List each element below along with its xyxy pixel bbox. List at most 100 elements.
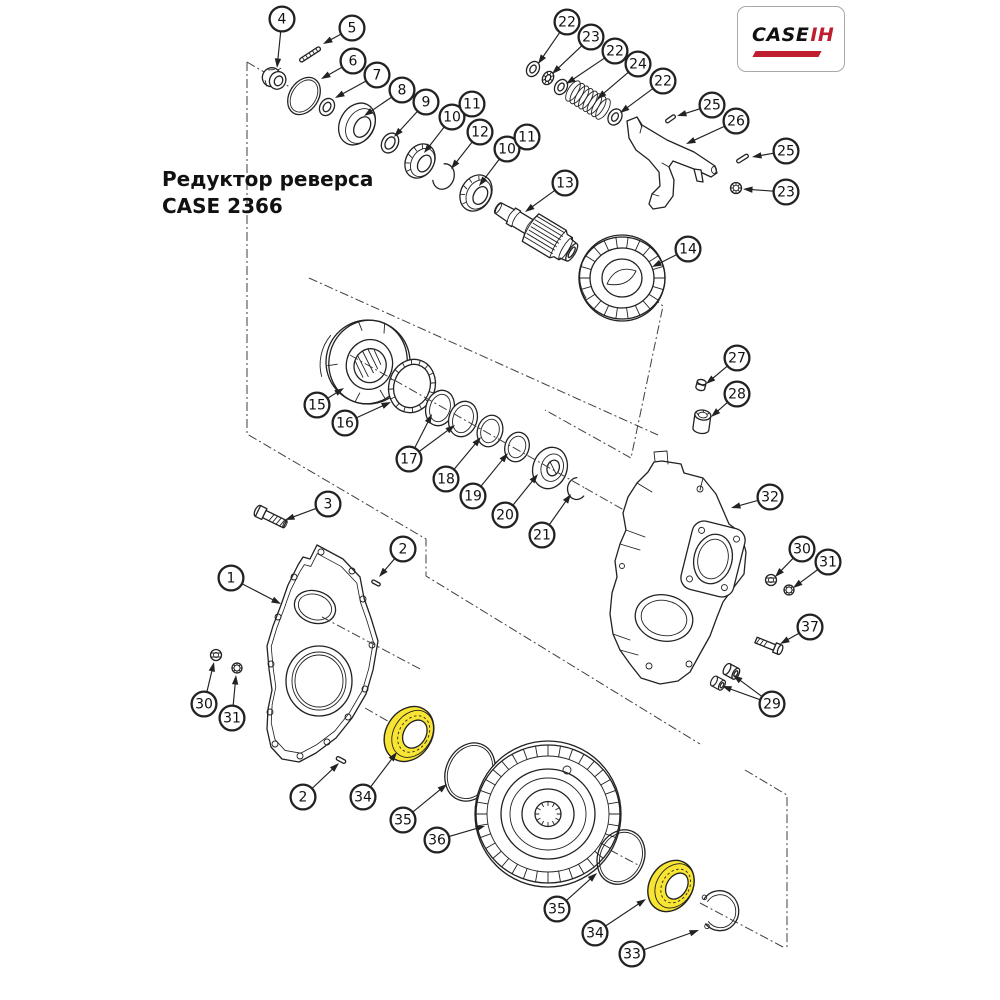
callout-26: 26 [686, 107, 750, 144]
tooth-line [603, 304, 610, 316]
tooth-line [544, 80, 547, 85]
callout-number: 12 [471, 125, 489, 141]
callout-21: 21 [528, 494, 571, 549]
tooth-line [790, 586, 793, 589]
tooth-line [238, 669, 241, 672]
tooth-line [555, 807, 560, 811]
callout-number: 28 [728, 387, 746, 403]
tooth-line [785, 591, 788, 594]
part-thrust-washer [447, 400, 479, 438]
callout-circle [459, 482, 487, 510]
part-spring [565, 80, 611, 120]
tooth-line [476, 823, 489, 827]
arrowhead-icon [706, 375, 716, 384]
logo-case: CASE [752, 24, 810, 46]
callout-number: 21 [533, 528, 551, 544]
leader-line [412, 787, 442, 813]
callout-37: 37 [780, 613, 824, 644]
callout-circle [772, 137, 800, 165]
tooth-line [541, 802, 544, 808]
callout-32: 32 [731, 483, 784, 511]
tooth-line [626, 307, 629, 320]
callout-circle [814, 548, 842, 576]
tooth-line [731, 189, 735, 193]
leader-line [565, 877, 593, 902]
callout-number: 32 [761, 490, 779, 506]
part-o-ring [287, 76, 321, 116]
callout-number: 14 [679, 242, 697, 258]
leader-line [356, 404, 385, 419]
tooth-line [428, 372, 434, 376]
arrowhead-icon [274, 58, 282, 68]
tooth-line [607, 801, 620, 805]
callout-34: 34 [581, 899, 646, 947]
arrowhead-icon [321, 71, 331, 79]
callout-circle [190, 690, 218, 718]
callout-30: 30 [775, 535, 816, 577]
tooth-line [549, 78, 553, 82]
callout-circle [331, 409, 359, 437]
tooth-line [428, 391, 435, 394]
callout-6: 6 [321, 47, 367, 79]
tooth-line [634, 240, 641, 252]
callout-number: 22 [606, 44, 624, 60]
arrowhead-icon [688, 930, 699, 937]
tooth-line [536, 817, 541, 821]
title-line-1: Редуктор реверса [162, 167, 374, 191]
tooth-line [580, 265, 592, 270]
part-input-shaft [493, 202, 579, 262]
part-retaining-ring [701, 890, 740, 932]
leader-line [326, 66, 343, 77]
brand-logo-text: CASEIH [752, 24, 834, 46]
arrowhead-icon [752, 152, 762, 159]
tooth-line [476, 801, 489, 805]
leader-line [692, 125, 725, 142]
part-spacer-ring [380, 132, 400, 154]
tooth-line [485, 842, 496, 849]
callout-31: 31 [218, 675, 246, 732]
leader-line [798, 568, 819, 585]
callout-14: 14 [652, 235, 702, 267]
arrowhead-icon [552, 65, 562, 74]
leader-line [737, 499, 759, 507]
leader-line [291, 507, 317, 519]
part-cup-plug [692, 409, 712, 435]
tooth-line [652, 265, 664, 270]
tooth-line [233, 669, 236, 672]
leader-line [369, 96, 393, 113]
callout-circle [491, 501, 519, 529]
tooth-line [552, 820, 555, 826]
leader-line [715, 401, 729, 413]
tooth-line [536, 807, 541, 811]
tooth-line [511, 753, 518, 765]
leader-line [601, 71, 629, 95]
tooth-line [390, 396, 396, 400]
callout-18: 18 [432, 437, 481, 493]
tooth-line [585, 255, 596, 263]
callout-circle [618, 940, 646, 968]
leader-line [448, 827, 479, 838]
tooth-line [388, 388, 395, 390]
callout-circle [458, 90, 486, 118]
callout-number: 25 [703, 98, 721, 114]
leader-line [738, 678, 763, 698]
tooth-line [615, 307, 618, 320]
callout-10: 10 [424, 103, 466, 153]
arrowhead-icon [620, 104, 630, 113]
callout-23: 23 [743, 178, 800, 206]
callout-number: 19 [464, 489, 482, 505]
tooth-line [642, 246, 651, 256]
callout-circle [412, 88, 440, 116]
tooth-line [600, 779, 611, 786]
callout-22: 22 [566, 37, 629, 84]
callout-circle [758, 690, 786, 718]
tooth-line [552, 802, 555, 808]
callout-number: 31 [819, 555, 837, 571]
arrowhead-icon [445, 425, 455, 434]
leader-line [241, 583, 276, 602]
callout-circle [756, 483, 784, 511]
leader-line [785, 632, 800, 642]
tooth-line [558, 745, 561, 758]
tooth-line [549, 71, 552, 76]
arrowhead-icon [711, 408, 721, 417]
